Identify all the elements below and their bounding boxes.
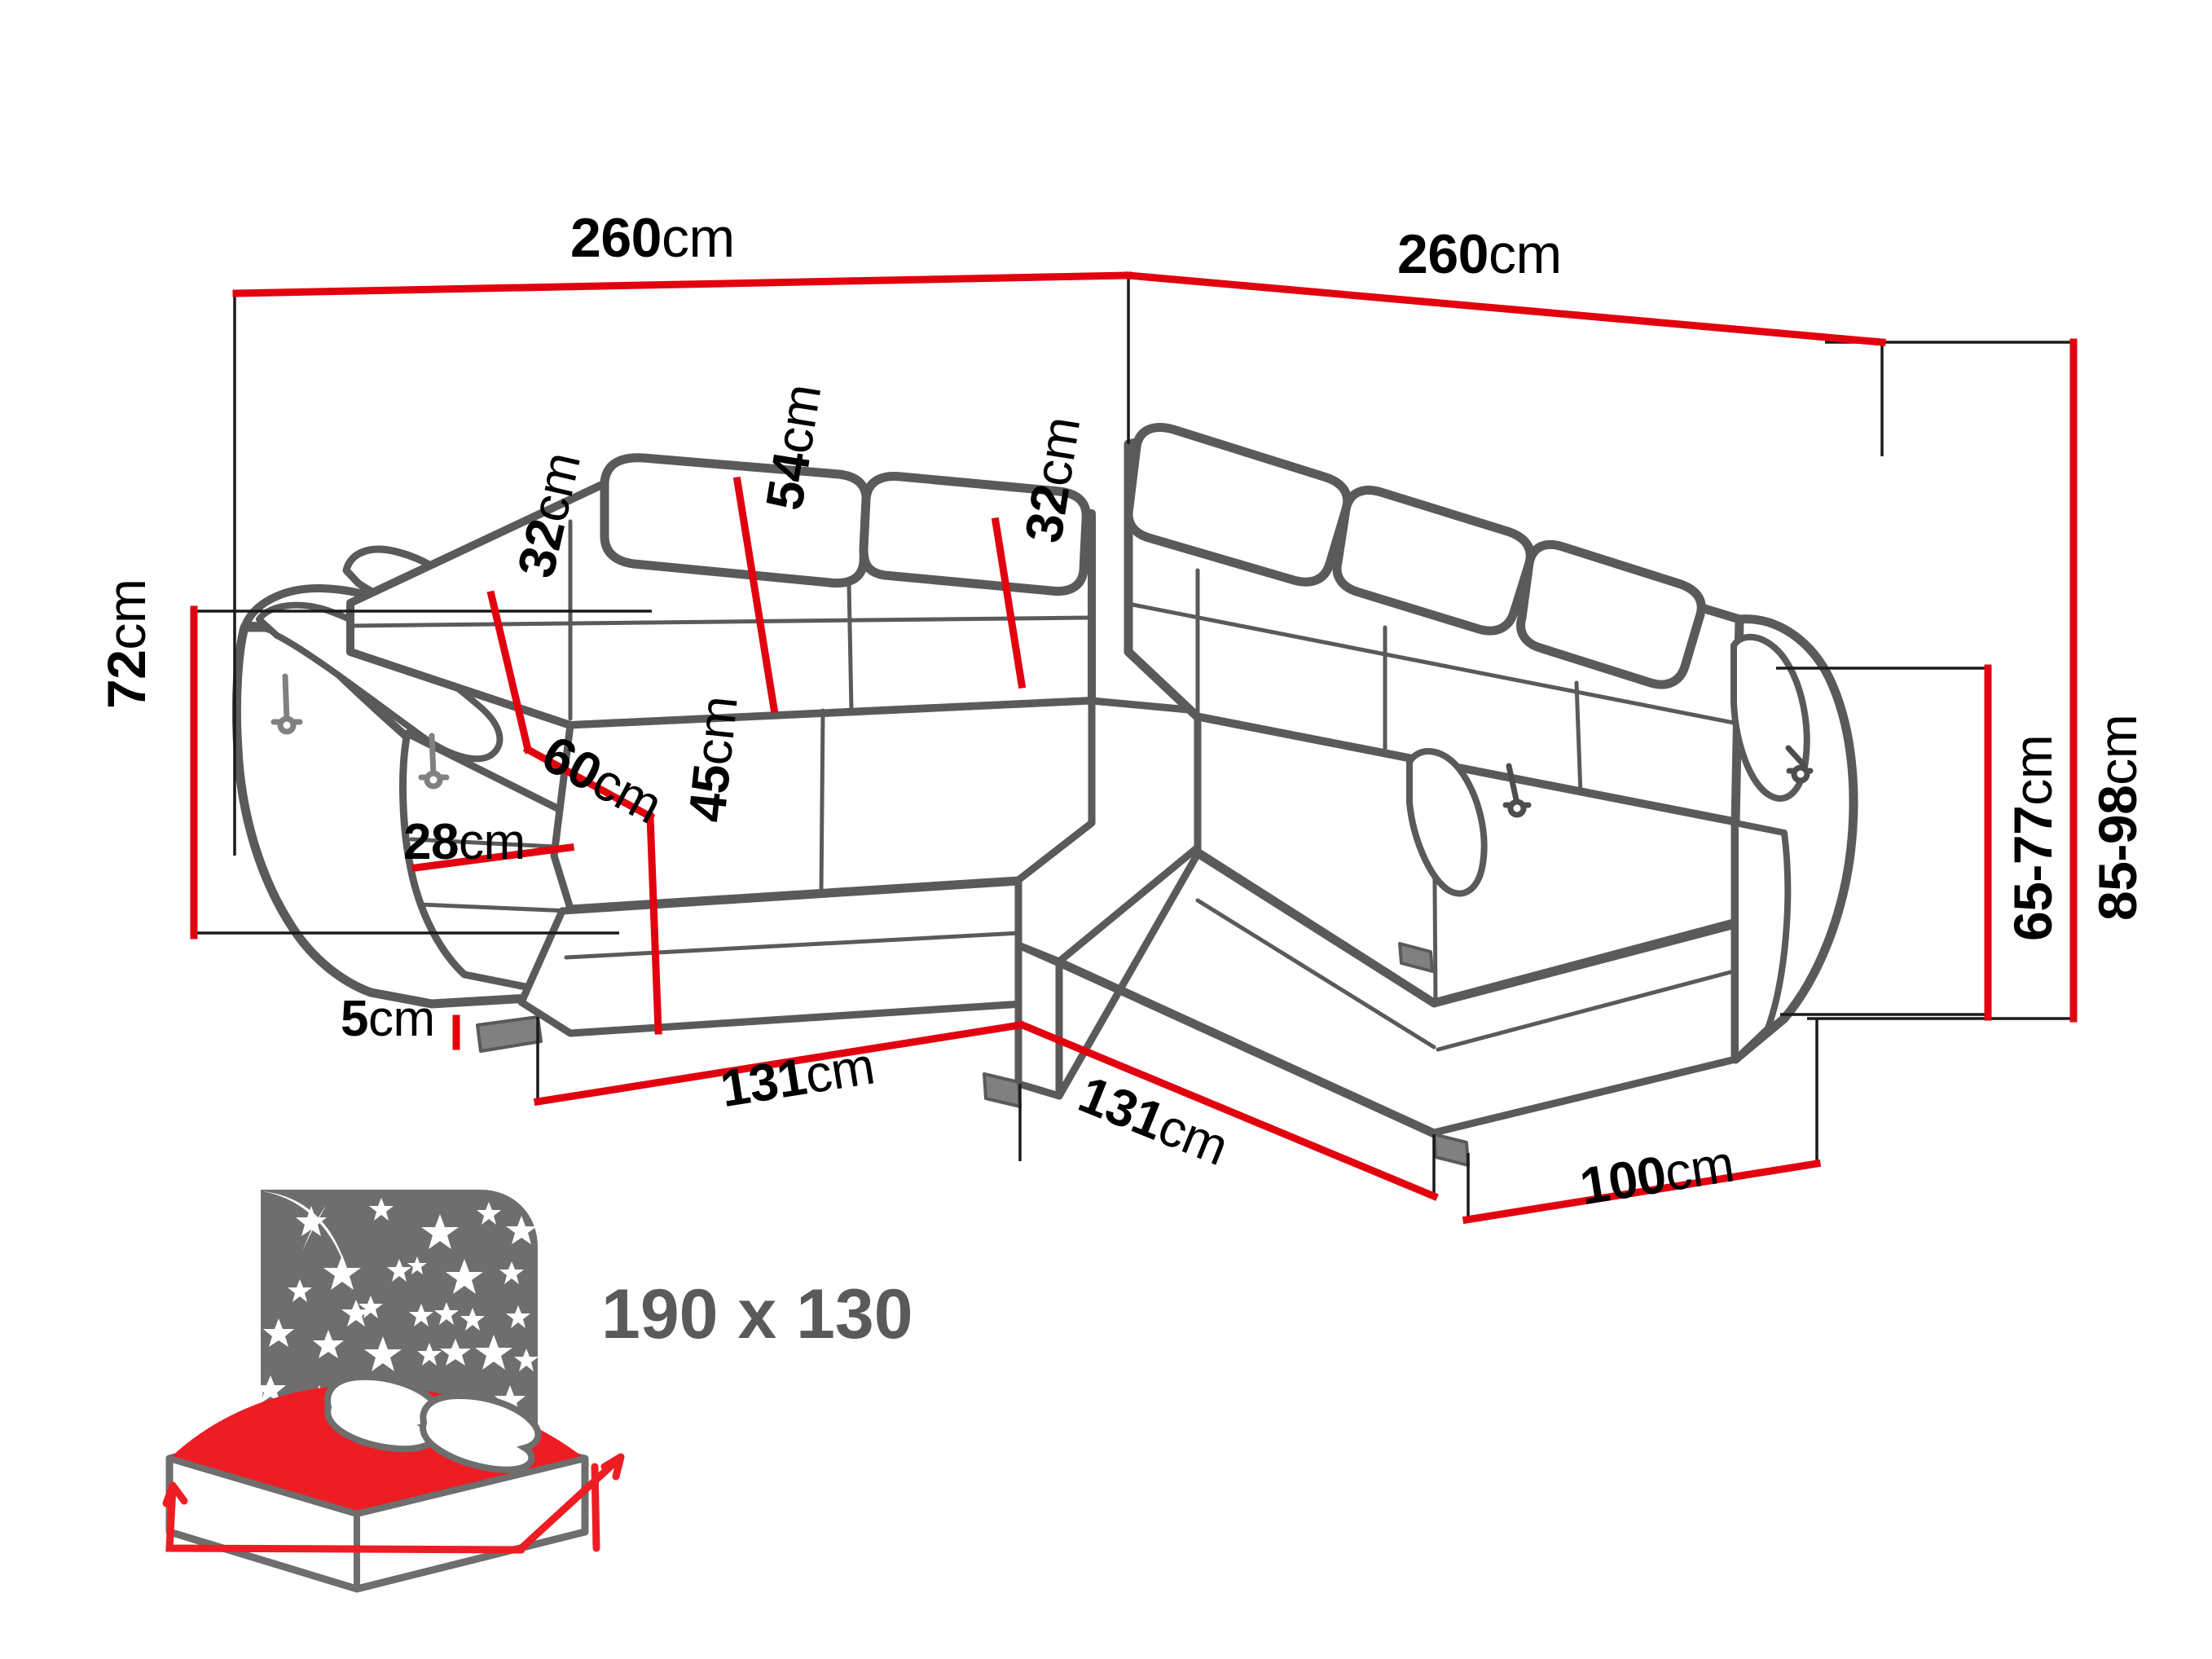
label-armrest-width: 28cm <box>403 817 526 868</box>
label-armrest-height-value: 72 <box>96 649 156 709</box>
label-back-height-unit: cm <box>2003 734 2063 806</box>
label-back-height: 65-77cm <box>2003 734 2063 941</box>
label-seat-height-unit: cm <box>683 693 749 768</box>
bed-dimension-arrows <box>162 1453 625 1554</box>
label-leg-height: 5cm <box>341 994 435 1045</box>
label-seat-height: 45cm <box>677 693 749 825</box>
label-width-left-unit: cm <box>661 207 735 269</box>
label-leg-height-unit: cm <box>367 991 435 1047</box>
label-width-right: 260cm <box>1397 227 1562 282</box>
label-armrest-height: 72cm <box>96 579 156 709</box>
label-backrest-height-value: 54 <box>754 448 822 514</box>
label-total-height: 85-98cm <box>2087 715 2148 921</box>
red-dimension-lines <box>190 271 2078 1225</box>
label-bed-size: 190 x 130 <box>601 1275 913 1353</box>
label-back-height-value: 65-77 <box>2003 805 2063 941</box>
label-backrest-height-unit: cm <box>763 380 833 458</box>
label-width-left: 260cm <box>570 210 735 266</box>
label-leg-height-value: 5 <box>341 991 368 1047</box>
label-width-right-value: 260 <box>1397 223 1489 285</box>
label-width-left-value: 260 <box>570 207 662 269</box>
label-armrest-width-unit: cm <box>458 814 526 870</box>
label-seat-height-value: 45 <box>677 761 741 825</box>
night-sky-panel <box>261 1190 538 1434</box>
pillow-right <box>420 1392 542 1473</box>
label-back-cushion-depth-value: 32 <box>1014 481 1081 547</box>
label-seat-width-left-unit: cm <box>801 1036 878 1105</box>
label-total-height-unit: cm <box>2087 714 2148 785</box>
label-armrest-width-value: 28 <box>403 814 459 870</box>
label-total-height-value: 85-98 <box>2087 785 2148 921</box>
label-back-cushion-depth-unit: cm <box>1022 412 1092 491</box>
label-armrest-height-unit: cm <box>96 579 156 650</box>
label-corner-depth-unit: cm <box>1660 1133 1738 1203</box>
label-width-right-unit: cm <box>1488 223 1562 285</box>
